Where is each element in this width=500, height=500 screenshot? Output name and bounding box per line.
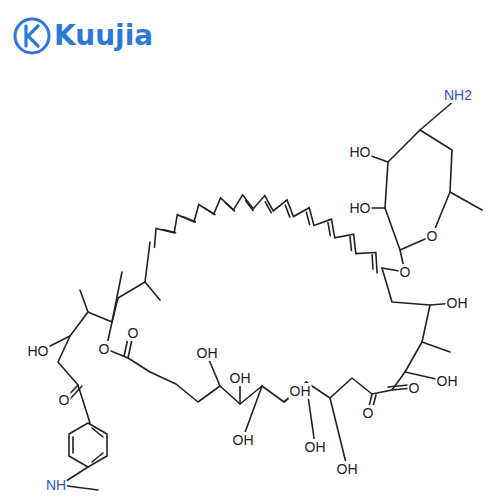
atom-label: OH [336, 461, 359, 477]
atom-label: O [58, 392, 71, 408]
atom-label: OH [229, 370, 252, 386]
atom-label: OH [289, 383, 312, 399]
atom-label: HO [27, 343, 50, 359]
logo-text: Kuujia [54, 22, 153, 50]
bond-lines [40, 100, 482, 490]
atom-label: O [408, 380, 421, 396]
atom-label: O [127, 325, 140, 341]
atom-label: OH [304, 439, 327, 455]
atom-label: O [362, 405, 375, 421]
logo-icon [15, 19, 49, 53]
atom-label: OH [232, 432, 255, 448]
atom-label: O [399, 264, 412, 280]
atom-label: O [98, 341, 111, 357]
atom-label: OH [436, 373, 459, 389]
atom-label: O [426, 228, 439, 244]
atom-label: NH2 [443, 87, 473, 103]
polyene-chain [154, 195, 377, 273]
atom-label: HO [349, 200, 372, 216]
atom-label: OH [446, 295, 469, 311]
atom-label: NH [45, 477, 67, 493]
atom-label: HO [349, 144, 372, 160]
atom-label: OH [196, 345, 219, 361]
